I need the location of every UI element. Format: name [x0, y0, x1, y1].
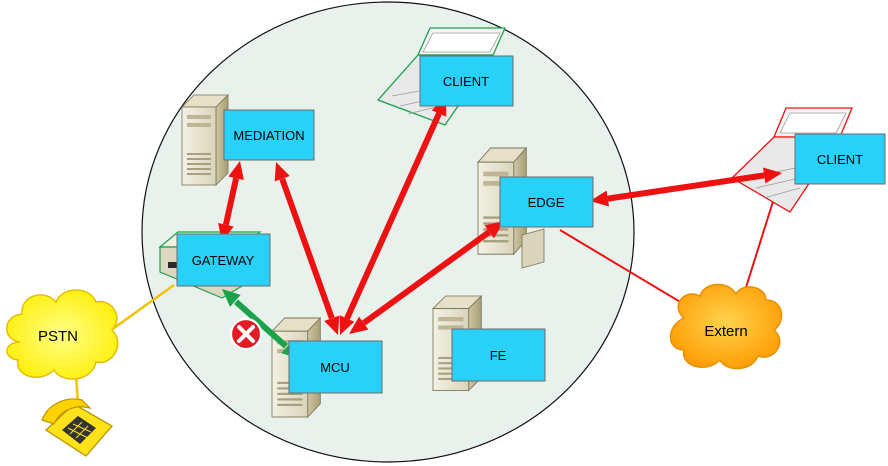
- client-internal-label: CLIENT: [443, 74, 489, 89]
- extern-cloud-icon: [669, 283, 783, 370]
- link-arrows: [218, 97, 782, 335]
- mcu-label: MCU: [320, 360, 350, 375]
- client-extern-line: [741, 191, 777, 301]
- mediation-server-icon: [181, 94, 229, 186]
- pstn-label: PSTN: [38, 328, 78, 345]
- edge-server-icon: [477, 147, 545, 269]
- mediation-node[interactable]: MEDIATION: [223, 109, 315, 161]
- fe-node[interactable]: FE: [451, 328, 546, 382]
- client-internal-node[interactable]: CLIENT: [419, 55, 514, 107]
- fe-label: FE: [490, 348, 507, 363]
- edge-mcu-link: [349, 221, 504, 334]
- mediation-mcu-link: [274, 162, 340, 335]
- edge-node[interactable]: EDGE: [499, 176, 594, 228]
- edge-client-link: [590, 167, 782, 207]
- mcu-node[interactable]: MCU: [288, 340, 383, 394]
- pstn-cloud-icon: [6, 289, 119, 380]
- error-x-icon: [229, 317, 263, 351]
- client-external-label: CLIENT: [817, 152, 863, 167]
- gateway-label: GATEWAY: [192, 253, 255, 268]
- edge-label: EDGE: [528, 195, 565, 210]
- gateway-node[interactable]: GATEWAY: [176, 233, 271, 287]
- mediation-label: MEDIATION: [233, 128, 304, 143]
- client-external-node[interactable]: CLIENT: [794, 133, 886, 185]
- edge-extern-line: [559, 229, 698, 313]
- extern-label: Extern: [704, 323, 747, 340]
- phone-icon: [41, 398, 114, 457]
